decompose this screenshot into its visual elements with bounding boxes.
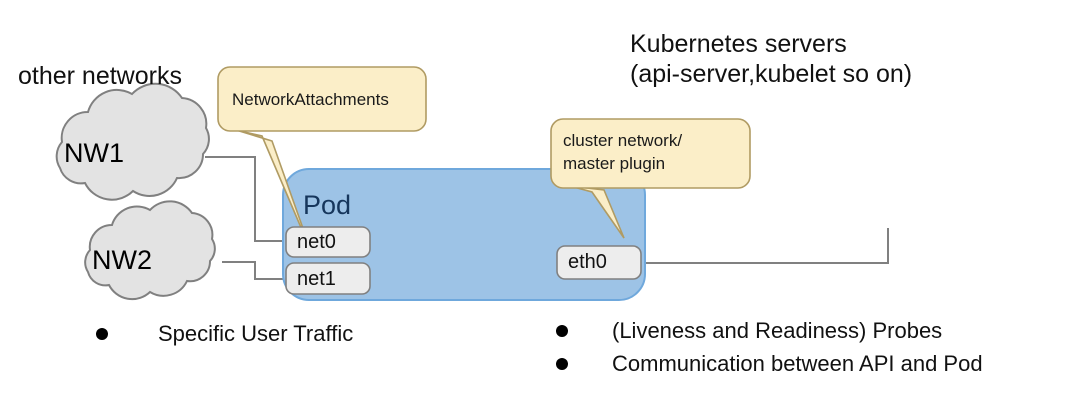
pod-shape [282,168,646,301]
bullet-marker-right-1 [556,358,568,370]
cloud-nw2-shape [84,200,216,301]
connector-nw2-net1 [222,261,288,280]
interface-label-net0[interactable]: net0 [297,231,336,253]
page-title-line-2: (api-server,kubelet so on) [630,60,913,88]
connector-eth0-apiserver [632,228,889,264]
connector-nw1-net0 [205,156,288,242]
other-networks-label: other networks [18,62,182,90]
interface-label-eth0[interactable]: eth0 [568,251,607,273]
bullet-left-0-text: Specific User Traffic [158,321,354,346]
page-title-line-1: Kubernetes servers [630,30,847,58]
bullet-marker-left-0 [96,328,108,340]
callout-cluster-network-shape [550,118,751,239]
interface-box-eth0[interactable] [556,245,642,280]
interface-label-net1[interactable]: net1 [297,268,336,290]
interface-box-net1[interactable] [285,262,371,295]
callout-cluster-network-label-line-1: cluster network/ [563,131,683,150]
bullet-right-1-text: Communication between API and Pod [612,351,983,376]
interface-box-net0[interactable] [285,226,371,258]
callout-cluster-network-label-line-2: master plugin [563,154,666,173]
callout-network-attachments-label: NetworkAttachments [232,90,389,109]
bullet-marker-right-0 [556,325,568,337]
cloud-label-nw1: NW1 [64,138,124,168]
cloud-label-nw2: NW2 [92,245,152,275]
pod-label: Pod [303,190,352,220]
cloud-nw1-shape [55,82,210,201]
bullet-right-0-text: (Liveness and Readiness) Probes [612,318,943,343]
callout-network-attachments-shape [217,66,427,252]
